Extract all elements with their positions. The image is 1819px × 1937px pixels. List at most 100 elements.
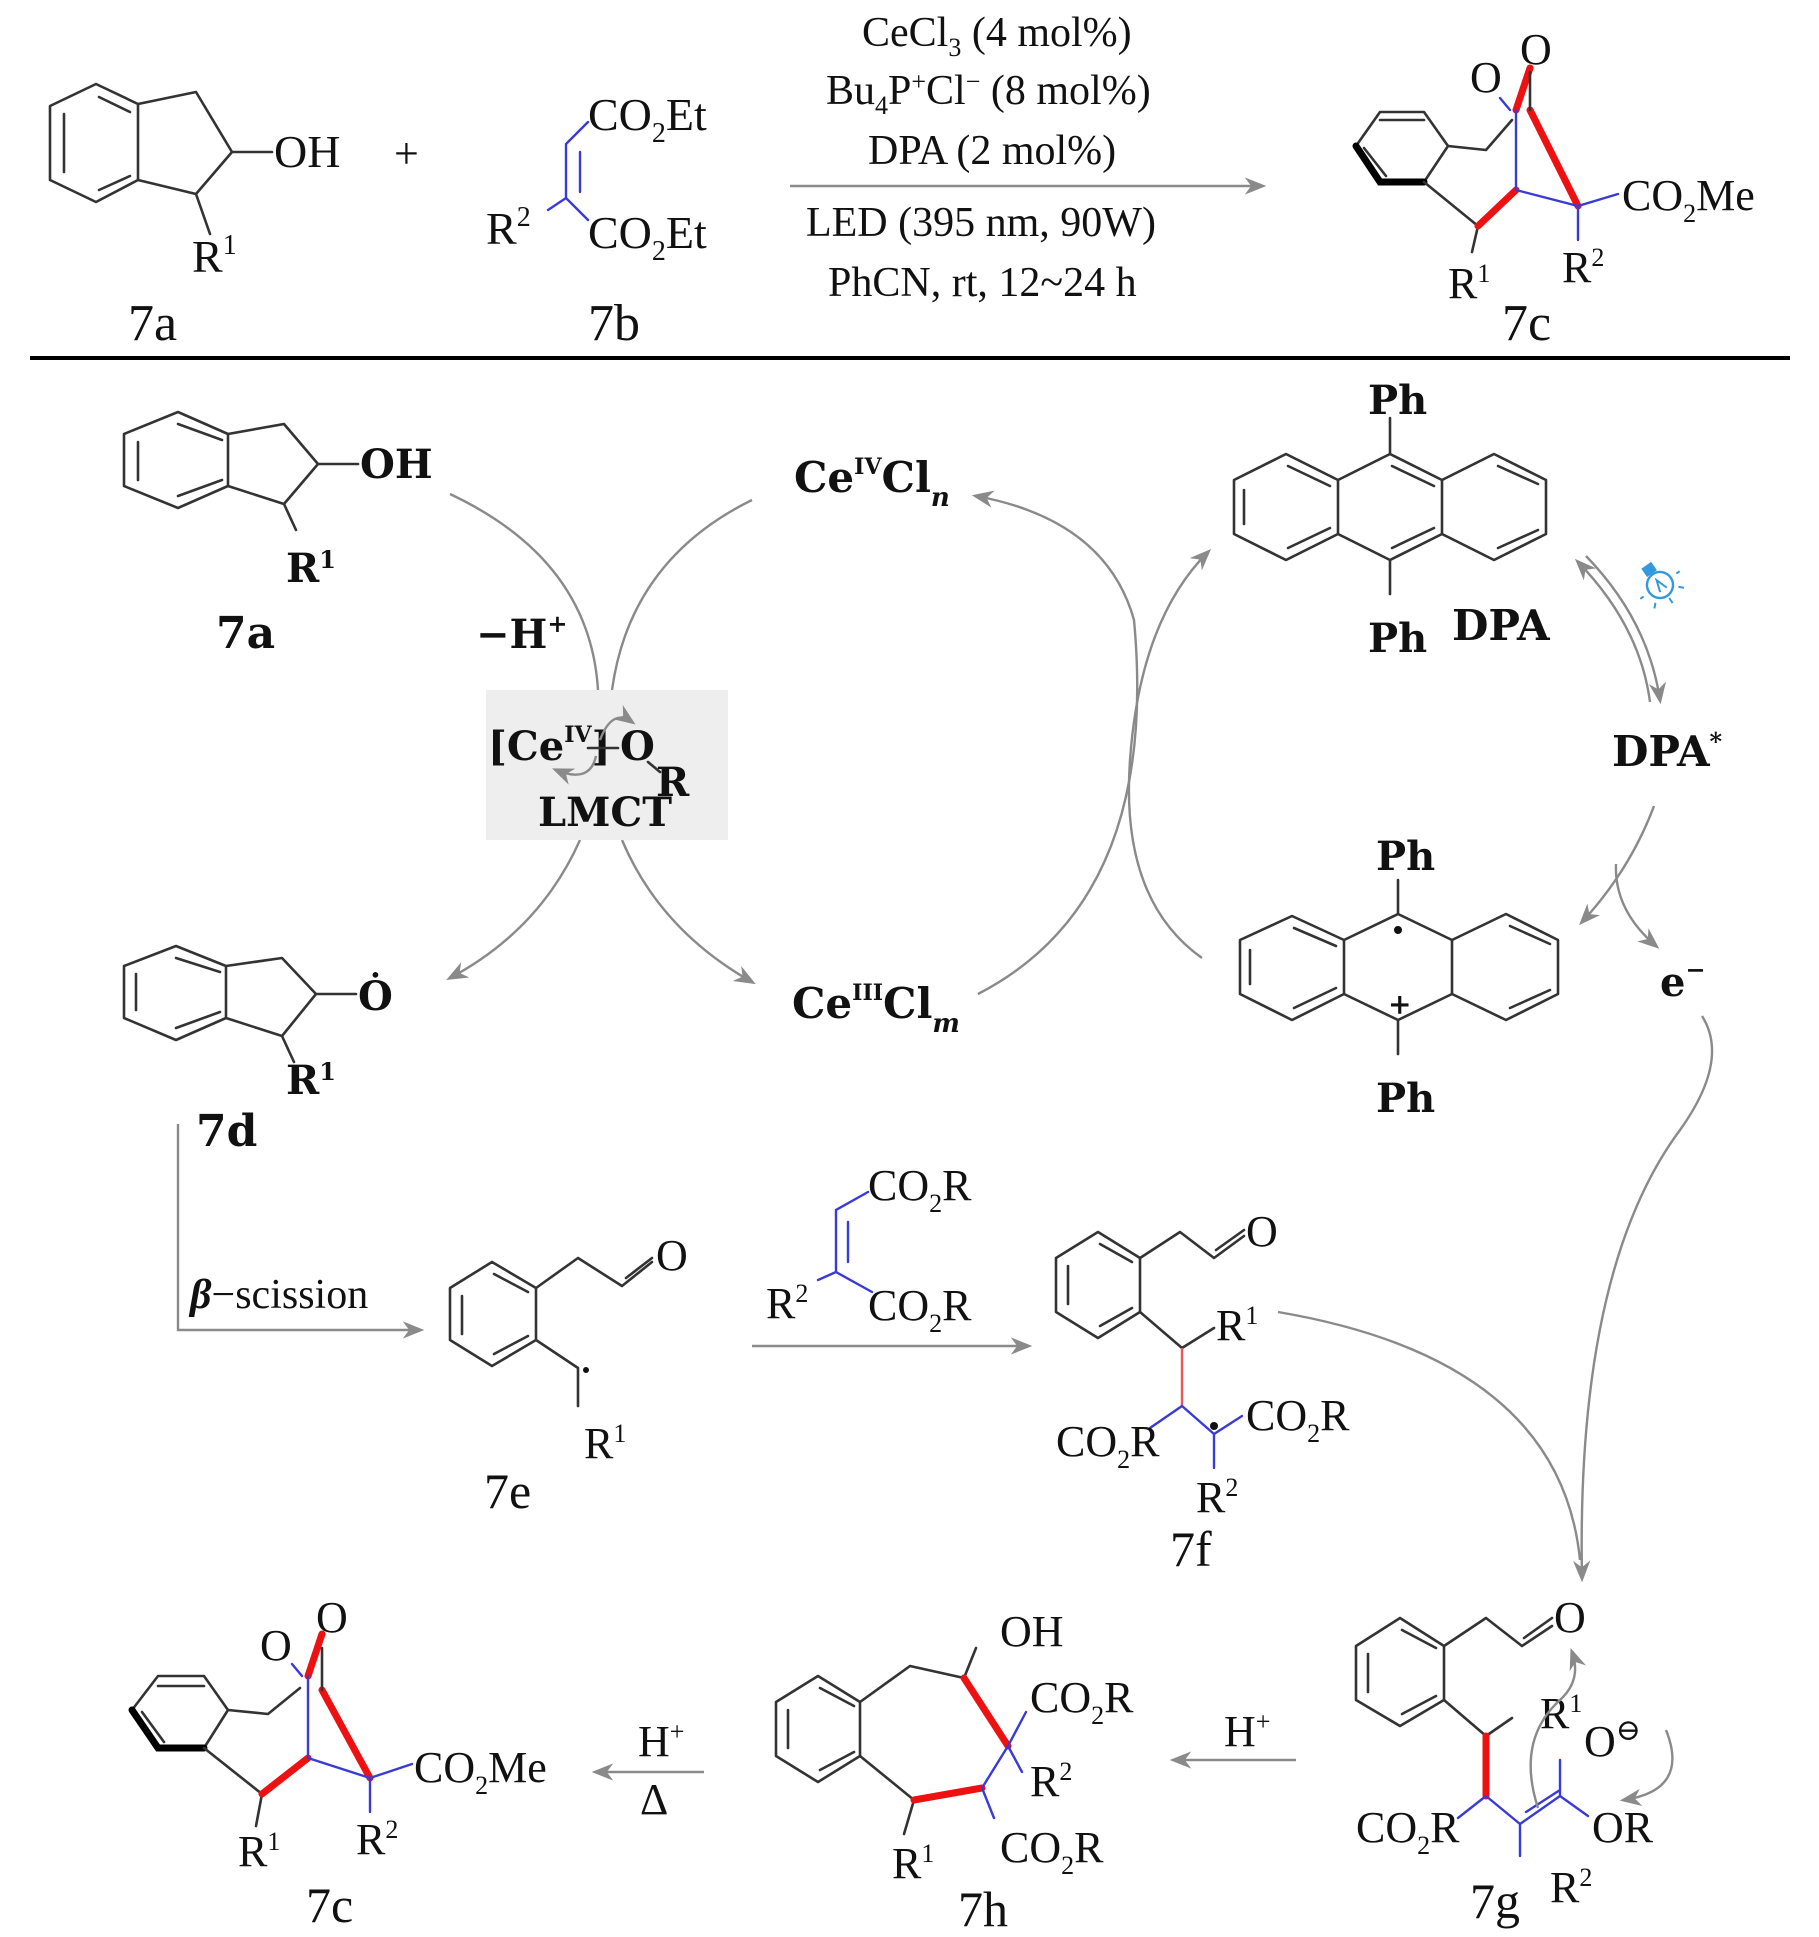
dpa-excited-label: DPA*: [1612, 727, 1723, 776]
ce-iv-cln: CeIVCln: [794, 453, 950, 513]
mech-compound-7h: OH CO2R R2 CO2R R1 7h: [774, 1607, 1134, 1937]
oh-label: OH: [1000, 1607, 1064, 1656]
r2-label: R2: [1550, 1863, 1592, 1912]
or-label: OR: [1592, 1803, 1654, 1852]
heat-symbol: Δ: [640, 1775, 668, 1824]
alkene-reagent: CO2R CO2R R2: [766, 1161, 972, 1338]
h-plus-label: H+: [1224, 1707, 1270, 1756]
r1-label: R1: [286, 1057, 336, 1104]
excitation-arrow: [1585, 555, 1666, 705]
dpa-molecule: Ph Ph DPA: [1232, 377, 1551, 662]
lmct-caption: LMCT: [538, 789, 672, 836]
co2r-bottom: CO2R: [868, 1281, 972, 1338]
electron-push-arrow: [1529, 1647, 1586, 1809]
co2r-right: CO2R: [1246, 1391, 1350, 1448]
co2me-label: CO2Me: [414, 1743, 547, 1800]
compound-label-7f: 7f: [1170, 1521, 1212, 1577]
radical-dot: [1210, 1422, 1218, 1430]
r1-label: R1: [892, 1839, 934, 1888]
condition-cecl3: CeCl3 (4 mol%): [862, 10, 1132, 62]
co2r-label: CO2R: [1356, 1803, 1460, 1860]
co2et-bottom: CO2Et: [588, 207, 707, 267]
o-label: O: [1520, 25, 1552, 74]
mech-compound-7g: O R1 O⊖ CO2R OR R2 7g: [1354, 1593, 1674, 1929]
o-label: O: [1554, 1593, 1586, 1642]
co2r-left: CO2R: [1056, 1417, 1160, 1474]
top-product-7c: O O CO2Me R1 R2 7c: [1352, 25, 1755, 352]
compound-label-7b: 7b: [588, 295, 640, 352]
oh-label: OH: [274, 126, 340, 177]
top-reactant-7b: CO2Et CO2Et R2 7b: [486, 89, 707, 352]
r2-label: R2: [1562, 243, 1604, 292]
plus-charge: +: [1388, 988, 1411, 1021]
ph-bottom: Ph: [1368, 615, 1427, 662]
ph-top: Ph: [1368, 377, 1427, 424]
condition-solvent: PhCN, rt, 12~24 h: [828, 260, 1137, 306]
compound-label-7h: 7h: [958, 1881, 1008, 1937]
o-label: O: [260, 1621, 292, 1670]
compound-label-7a: 7a: [216, 608, 275, 659]
o-label: O: [1246, 1207, 1278, 1256]
r1-label: R1: [192, 230, 237, 282]
compound-label-7e: 7e: [484, 1463, 531, 1519]
ph-bottom: Ph: [1376, 1075, 1435, 1122]
h-plus-label: H+: [638, 1717, 684, 1766]
o-label: O: [316, 1593, 348, 1642]
condition-led: LED (395 nm, 90W): [806, 200, 1156, 246]
r1-label: R1: [1216, 1301, 1258, 1350]
condition-dpa: DPA (2 mol%): [868, 128, 1116, 174]
mech-compound-7c: O O CO2Me R1 R2 7c: [128, 1593, 547, 1933]
reaction-conditions: CeCl3 (4 mol%) Bu4P+Cl− (8 mol%) DPA (2 …: [790, 10, 1267, 306]
oh-label: OH: [360, 441, 433, 488]
ce-iii-clm: CeIIIClm: [792, 979, 960, 1039]
radical-dot: [583, 1367, 589, 1373]
o-radical-label: Ȯ: [358, 973, 393, 1020]
dpa-radical-cation: + Ph Ph: [1238, 833, 1560, 1122]
minus-h-plus: −H+: [476, 609, 567, 658]
r-label: R: [656, 759, 690, 806]
lmct-complex-box: [CeIV] O R LMCT: [486, 690, 728, 840]
beta-scission-arrow: [176, 1124, 425, 1339]
arc-electron-release: [1614, 863, 1660, 949]
o-label: O: [1470, 53, 1502, 102]
plus-sign: +: [394, 129, 419, 178]
mech-compound-7e: O R1 7e: [448, 1231, 688, 1519]
co2me-label: CO2Me: [1622, 171, 1755, 228]
electron-push-arrow: [1619, 1729, 1674, 1806]
arc-ce4-to-lmct: [610, 498, 753, 691]
r1-label: R1: [286, 545, 336, 592]
r2-label: R2: [1030, 1757, 1072, 1806]
compound-label-7c: 7c: [1502, 295, 1551, 352]
o-minus-label: O⊖: [1584, 1714, 1641, 1766]
co2r-top: CO2R: [868, 1161, 972, 1218]
light-bulb-icon: [1639, 561, 1685, 609]
r1-label: R1: [1448, 259, 1490, 308]
condition-bu4pcl: Bu4P+Cl− (8 mol%): [826, 67, 1151, 120]
relaxation-arrow: [1574, 558, 1652, 703]
o-label: O: [656, 1231, 688, 1280]
arc-ce3-to-ce4: [971, 490, 1139, 996]
mech-compound-7d: Ȯ R1 7d: [122, 944, 393, 1157]
arc-electron-to-7g: [1573, 1015, 1714, 1583]
mech-compound-7f: O R1 CO2R CO2R R2 7f: [1054, 1207, 1350, 1577]
r2-label: R2: [486, 202, 531, 254]
arc-lmct-to-7d: [446, 839, 582, 981]
co2r-top: CO2R: [1030, 1673, 1134, 1730]
compound-label-7g: 7g: [1470, 1873, 1520, 1929]
compound-label-7d: 7d: [196, 1106, 257, 1157]
compound-label-7a: 7a: [128, 295, 177, 352]
electron-push-arrow: [598, 705, 636, 741]
r2-label: R2: [766, 1279, 808, 1328]
r2-label: R2: [356, 1815, 398, 1864]
radical-dot: [1394, 926, 1402, 934]
co2et-top: CO2Et: [588, 89, 707, 149]
r2-label: R2: [1196, 1473, 1238, 1522]
dpa-label: DPA: [1452, 601, 1551, 650]
co2r-bottom: CO2R: [1000, 1823, 1104, 1880]
electron-push-arrow: [552, 755, 598, 785]
r1-label: R1: [584, 1419, 626, 1468]
arc-7a-to-lmct: [449, 492, 600, 691]
arc-lmct-to-ce3: [620, 839, 756, 985]
r1-label: R1: [238, 1827, 280, 1876]
